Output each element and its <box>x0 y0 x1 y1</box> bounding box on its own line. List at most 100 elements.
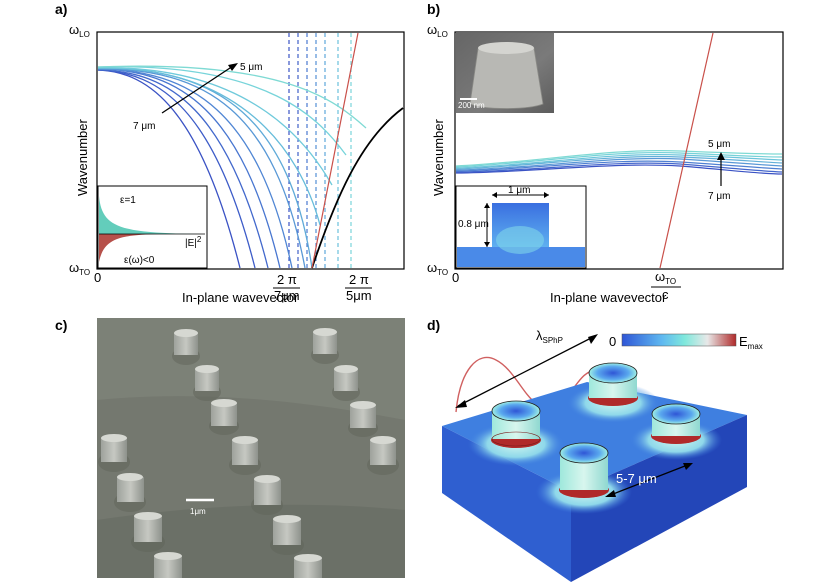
panel-b-frame <box>454 31 784 270</box>
panel-b-ylabel: Wavenumber <box>431 119 446 196</box>
panel-a-xtick-5um: 2 π 5μm <box>345 272 372 303</box>
panel-b-xtick-light-line: ωTO c <box>651 269 681 302</box>
sem-pillar <box>348 401 378 437</box>
panel-b-arrow-bottom-label: 7 μm <box>708 191 730 202</box>
panel-a-trend-arrow <box>161 65 234 114</box>
panel-a-arrowhead <box>228 63 238 71</box>
simulated-pillar <box>559 442 609 498</box>
colorbar-max-label: Emax <box>739 334 763 351</box>
svg-text:c: c <box>662 287 669 302</box>
light-line <box>659 32 714 269</box>
inset-eps-positive: ε=1 <box>120 195 136 206</box>
inset-field-negative-region <box>99 234 160 262</box>
panel-b-xlabel: In-plane wavevector <box>550 290 667 305</box>
dispersion-curve <box>97 66 347 156</box>
inset-eps-negative: ε(ω)<0 <box>124 255 155 266</box>
panel-a-xtick-7um: 2 π 7μm <box>273 272 300 303</box>
sem-scale-label: 200 nm <box>458 101 485 110</box>
sem-pillar-top <box>478 42 534 54</box>
dispersion-curve <box>455 153 783 169</box>
sem-pillar <box>114 473 146 512</box>
dispersion-curve <box>455 160 783 172</box>
panel-a-inset: ε=1 ε(ω)<0 |E|2 <box>97 185 208 269</box>
sem-pillar <box>172 329 200 365</box>
colorbar-min-label: 0 <box>609 334 616 349</box>
cross-section-width-label: 1 μm <box>508 185 530 196</box>
sem-pillar <box>332 365 360 401</box>
panel-a-arrow-start-label: 7 μm <box>133 121 155 132</box>
simulated-pillar <box>588 362 638 406</box>
panel-a-ylabel: Wavenumber <box>75 119 90 196</box>
wavelength-label: λSPhP <box>536 328 563 345</box>
dispersion-curve-5um <box>97 65 367 129</box>
sem-pillar <box>311 328 339 364</box>
simulated-pillar <box>491 400 541 448</box>
dispersion-curve <box>97 67 333 186</box>
panel-a-origin: 0 <box>94 270 101 285</box>
panel-b-yto: ωTO <box>427 260 448 277</box>
dispersion-curve <box>97 68 306 269</box>
cross-section-height-label: 0.8 μm <box>458 219 489 230</box>
dispersion-curve <box>455 151 783 168</box>
substrate-right-face <box>571 415 747 582</box>
inset-field-positive-region <box>99 196 200 234</box>
spacing-arrow <box>607 463 691 497</box>
panel-b-arrowhead <box>717 152 725 160</box>
dispersion-curve <box>455 155 783 170</box>
panel-b-label: b) <box>427 1 440 17</box>
cross-section-substrate <box>457 247 585 267</box>
panel-d-label: d) <box>427 317 440 333</box>
sem-pillar <box>193 365 221 401</box>
sem-pillar-array <box>98 328 399 578</box>
dispersion-curve <box>97 68 293 269</box>
dispersion-curve <box>97 69 269 269</box>
dispersion-curve-5um <box>455 150 783 167</box>
panel-a-label: a) <box>55 1 67 17</box>
bulk-dispersion-curve <box>311 107 404 269</box>
dispersion-curve <box>455 157 783 171</box>
dispersion-curve <box>97 69 256 269</box>
panel-a-dispersion-curves <box>97 32 404 269</box>
panel-a-xlabel: In-plane wavevector <box>182 290 299 305</box>
svg-text:2 π: 2 π <box>349 272 369 287</box>
sem-pillar <box>294 554 322 578</box>
svg-text:2 π: 2 π <box>277 272 297 287</box>
panel-b-arrow-top-label: 5 μm <box>708 139 730 150</box>
svg-text:ωTO: ωTO <box>655 269 676 286</box>
substrate-front-face <box>442 426 571 582</box>
sem-pillar <box>367 436 399 475</box>
panel-c: c) 1μm <box>55 317 405 578</box>
sem-pillar <box>154 552 182 578</box>
panel-b-sem-inset: 200 nm <box>456 33 554 113</box>
inset-field-label: |E|2 <box>185 235 202 249</box>
panel-b-dispersion-curves <box>455 32 783 269</box>
sem-pillar <box>270 515 304 555</box>
dispersion-curve-7um <box>97 69 241 269</box>
svg-text:7μm: 7μm <box>274 288 300 303</box>
panel-b: b) ωLO ωTO Wavenumber 0 In-plane wavevec… <box>427 1 784 305</box>
dispersion-curve-7um <box>455 164 783 175</box>
sem-c-scale-label: 1μm <box>190 507 206 516</box>
svg-text:5μm: 5μm <box>346 288 372 303</box>
dispersion-curve <box>455 162 783 173</box>
panel-c-label: c) <box>55 317 67 333</box>
sem-pillar <box>229 436 261 475</box>
panel-a-yto: ωTO <box>69 260 90 277</box>
colorbar <box>621 333 737 347</box>
sem-pillar <box>209 399 239 435</box>
panel-a-cutoff-lines <box>288 33 352 268</box>
panel-b-origin: 0 <box>452 270 459 285</box>
sem-pillar <box>98 434 130 472</box>
sem-pillar <box>251 475 283 515</box>
panel-a-arrow-end-label: 5 μm <box>240 62 262 73</box>
panel-a-frame <box>96 31 405 270</box>
light-line <box>311 32 359 269</box>
spacing-label: 5-7 μm <box>616 471 657 486</box>
panel-b-cross-section-inset: 1 μm 0.8 μm <box>455 185 587 269</box>
dispersion-curve <box>97 67 321 226</box>
panel-d: d) λSPhP 0 Emax <box>427 317 763 582</box>
panel-a: a) ωLO ωTO Wavenumber 0 In-plane wavevec… <box>55 1 405 305</box>
panel-a-ylo: ωLO <box>69 22 90 39</box>
simulated-pillar <box>651 403 701 444</box>
